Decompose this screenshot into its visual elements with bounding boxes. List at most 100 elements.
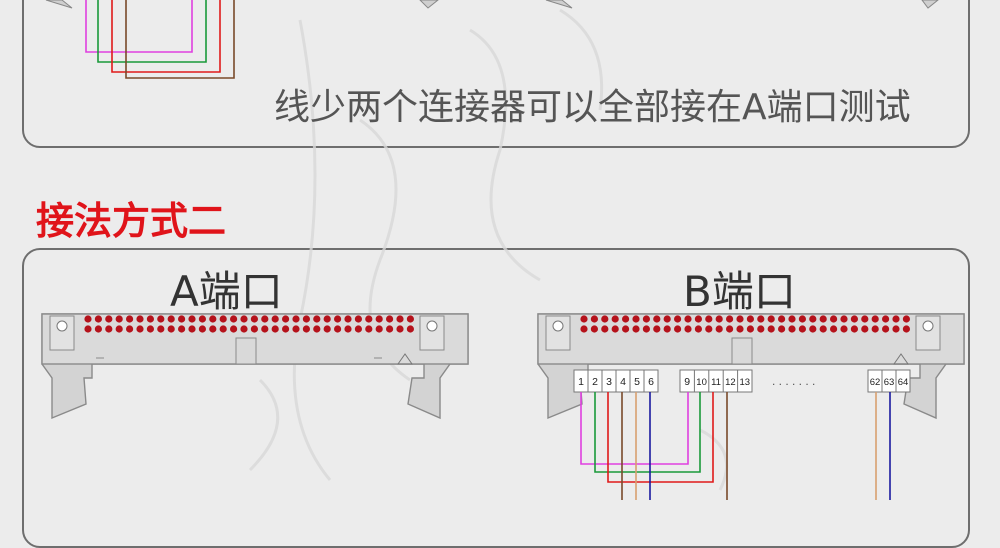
- pin-dot: [580, 315, 588, 323]
- pin-dot: [157, 315, 165, 323]
- pin-dot: [209, 315, 217, 323]
- pin-dot: [365, 315, 373, 323]
- pin-dot: [715, 315, 723, 323]
- pin-dot: [406, 315, 414, 323]
- pin-dot: [188, 325, 196, 333]
- pin-dot: [105, 315, 113, 323]
- pin-dot: [590, 325, 599, 333]
- pin-dot: [663, 325, 671, 333]
- connector-b: [537, 313, 965, 420]
- pin-number-label: 6: [648, 376, 654, 388]
- port-b-label: B端口: [683, 267, 796, 316]
- pin-dot: [302, 315, 310, 323]
- pin-array-b: [580, 315, 911, 333]
- pin-dot: [230, 325, 238, 333]
- pin-dot: [396, 325, 404, 333]
- pin-number-label: 63: [884, 377, 895, 388]
- pin-dot: [757, 325, 765, 333]
- pin-dot: [892, 325, 900, 333]
- pin-dot: [580, 325, 588, 333]
- pin-dot: [136, 315, 144, 323]
- pin-dot: [674, 315, 682, 323]
- pin-dot: [126, 325, 134, 333]
- pin-dot: [292, 325, 300, 333]
- pin-dot: [726, 315, 734, 323]
- pin-dot: [323, 315, 331, 323]
- pin-dot: [632, 325, 640, 333]
- pin-dot: [292, 315, 300, 323]
- pin-dot: [365, 325, 373, 333]
- pin-dot: [892, 315, 900, 323]
- pin-dot: [653, 315, 661, 323]
- pin-dot: [167, 325, 175, 333]
- pin-dot: [282, 315, 290, 323]
- pin-dot: [323, 325, 331, 333]
- b-wires: [580, 392, 891, 500]
- pin-dot: [386, 325, 394, 333]
- pin-dot: [746, 315, 755, 323]
- top-wires: [85, 0, 235, 79]
- pin-number-label: 12: [725, 377, 736, 388]
- pin-dot: [178, 315, 186, 323]
- pin-dot: [313, 325, 321, 333]
- pin-dot: [861, 325, 869, 333]
- pin-dot: [674, 325, 682, 333]
- pin-number-label: 64: [898, 377, 909, 388]
- pin-dot: [261, 315, 269, 323]
- pin-dot: [819, 325, 827, 333]
- pin-dot: [871, 315, 879, 323]
- pin-dot: [788, 325, 796, 333]
- pin-dot: [736, 315, 744, 323]
- pin-dot: [653, 325, 661, 333]
- pin-dot: [94, 325, 102, 333]
- pin-dot: [663, 315, 671, 323]
- pin-dot: [198, 315, 206, 323]
- pin-dot: [632, 315, 640, 323]
- pin-dot: [84, 315, 92, 323]
- pin-dot: [830, 315, 838, 323]
- pin-dot: [240, 325, 248, 333]
- pin-number-label: 11: [711, 377, 721, 388]
- pin-ellipsis: . . . . . . .: [772, 374, 815, 388]
- pin-dot: [590, 315, 599, 323]
- pin-dot: [840, 325, 848, 333]
- pin-dot: [209, 325, 217, 333]
- pin-dot: [250, 315, 258, 323]
- pin-number-label: 3: [606, 376, 612, 388]
- pin-number-label: 1: [578, 376, 584, 388]
- pin-dot: [126, 315, 134, 323]
- pin-dot: [344, 315, 352, 323]
- pin-dot: [313, 315, 321, 323]
- pin-dot: [178, 325, 186, 333]
- pin-dot: [778, 315, 786, 323]
- pin-dot: [715, 325, 723, 333]
- pin-dot: [798, 325, 807, 333]
- pin-dot: [746, 325, 755, 333]
- pin-dot: [375, 325, 383, 333]
- pin-dot: [767, 325, 775, 333]
- pin-dot: [105, 325, 113, 333]
- pin-dot: [344, 325, 352, 333]
- pin-dot: [778, 325, 786, 333]
- pin-dot: [788, 315, 796, 323]
- port-a-label: A端口: [170, 267, 283, 316]
- pin-dot: [736, 325, 744, 333]
- pin-dot: [396, 315, 404, 323]
- pin-dot: [271, 315, 279, 323]
- pin-dot: [136, 325, 144, 333]
- pin-dot: [302, 325, 310, 333]
- pin-number-label: 13: [740, 377, 751, 388]
- bottom-panel: [22, 248, 970, 548]
- pin-dot: [198, 325, 206, 333]
- pin-dot: [84, 325, 92, 333]
- pin-dot: [219, 325, 227, 333]
- section-heading: 接法方式二: [36, 199, 227, 243]
- pin-dot: [882, 325, 890, 333]
- pin-dot: [757, 315, 765, 323]
- pin-dot: [261, 325, 269, 333]
- pin-dot: [406, 325, 414, 333]
- top-connector-remnants: [45, 0, 939, 9]
